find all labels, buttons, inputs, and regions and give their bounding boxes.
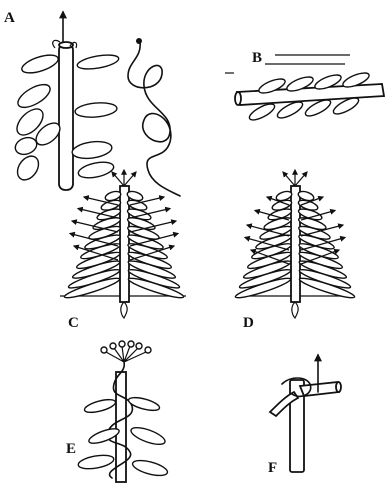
- panel-f: F: [268, 355, 341, 476]
- leaf-a: [74, 101, 117, 119]
- leaf-a: [13, 152, 43, 184]
- leaf-e: [131, 458, 169, 479]
- tendril-tip: [136, 38, 142, 44]
- panel-label-a: A: [4, 10, 15, 26]
- arrow-c: [112, 172, 124, 186]
- leaf-a: [13, 135, 39, 158]
- leaf-e: [129, 424, 167, 448]
- panel-c: C: [60, 170, 186, 331]
- leaf-a: [20, 51, 60, 76]
- panel-label-e: E: [66, 441, 76, 457]
- panel-a: A: [4, 10, 234, 196]
- panel-b: B: [235, 50, 384, 123]
- branch-f-right-end: [336, 382, 341, 392]
- leaf-a: [77, 159, 115, 180]
- stem-b: [237, 84, 384, 105]
- panel-e: E: [66, 341, 169, 482]
- root-c: [121, 302, 127, 318]
- panel-label-f: F: [268, 460, 277, 476]
- leaf-a: [76, 52, 119, 71]
- support-pole-e: [116, 372, 126, 482]
- panel-label-d: D: [243, 315, 254, 331]
- leaf-a: [71, 139, 113, 160]
- stem-a: [59, 44, 73, 190]
- leaf-a: [14, 80, 53, 112]
- arrow-d: [295, 172, 307, 186]
- panel-d: D: [234, 170, 356, 331]
- stem-b-end: [235, 92, 241, 105]
- panel-label-c: C: [68, 315, 79, 331]
- arrow-d: [283, 172, 295, 186]
- leaf-e: [83, 397, 116, 415]
- panel-label-b: B: [252, 50, 262, 66]
- arrow-c: [124, 172, 136, 186]
- branch-f-right: [300, 382, 339, 396]
- flower-cluster-e: [101, 341, 151, 362]
- leaf-e: [77, 453, 115, 471]
- root-d: [292, 302, 298, 318]
